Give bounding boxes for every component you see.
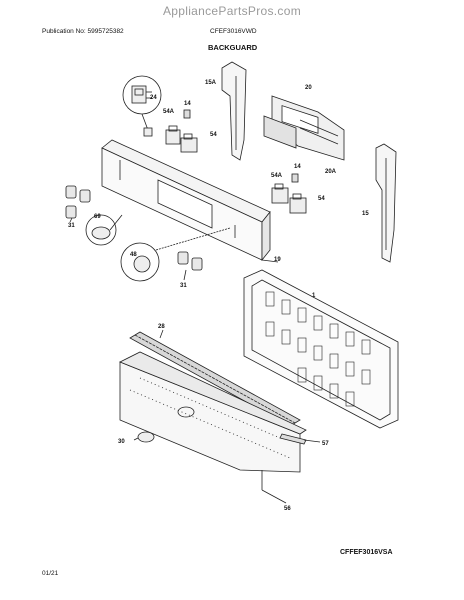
part-48-detail [120,227,231,282]
callout-15A: 15A [205,80,217,86]
callout-57: 57 [322,441,329,447]
callout-24: 24 [150,95,157,101]
callout-54-middle: 54 [318,196,325,202]
switch-14-top [183,109,191,119]
callout-14-middle: 14 [294,164,301,170]
relay-54-middle [289,193,307,214]
relay-54A-middle [271,183,289,204]
bracket-15 [375,143,397,263]
callout-54A-middle: 54A [271,173,283,179]
callout-54A-top: 54A [163,109,175,115]
watermark-text: AppliancePartsPros.com [163,4,301,18]
backguard-base-panel [119,351,307,473]
part-30-plug [133,431,155,443]
callout-69: 69 [94,214,101,220]
knobs-31-bottom [177,251,203,281]
relay-54A-top [165,125,181,145]
revision-date: 01/21 [42,570,59,577]
callout-labels: 24 15A 20 54A 14 54 20A 14 54A 54 15 31 … [68,80,369,512]
callout-48: 48 [130,252,137,258]
part-24-detail [122,75,162,131]
section-title: BACKGUARD [208,43,258,52]
knobs-31-left [65,185,91,223]
control-board-20 [263,95,345,161]
callout-54-top: 54 [210,132,217,138]
callout-31-left: 31 [68,223,75,229]
callout-14-top: 14 [184,101,191,107]
callout-56: 56 [284,506,291,512]
callout-20A: 20A [325,169,337,175]
callout-28: 28 [158,324,165,330]
callout-15: 15 [362,211,369,217]
diagram-code: CFFEF3016VSA [340,549,393,556]
control-panel-19 [101,139,279,263]
part-69-detail [85,214,123,246]
bracket-15A [221,61,247,161]
publication-number: Publication No: 5995725382 [42,28,124,35]
rear-cover-1 [243,269,399,429]
switch-14-middle [291,173,299,183]
part-57-strip [279,433,321,445]
callout-20: 20 [305,85,312,91]
relay-54-top [180,133,198,153]
callout-1: 1 [312,293,316,299]
model-number: CFEF3016VWD [210,28,257,35]
trim-strip-28 [129,329,301,427]
callout-19: 19 [274,257,281,263]
callout-31-bottom: 31 [180,283,187,289]
callout-30: 30 [118,439,125,445]
